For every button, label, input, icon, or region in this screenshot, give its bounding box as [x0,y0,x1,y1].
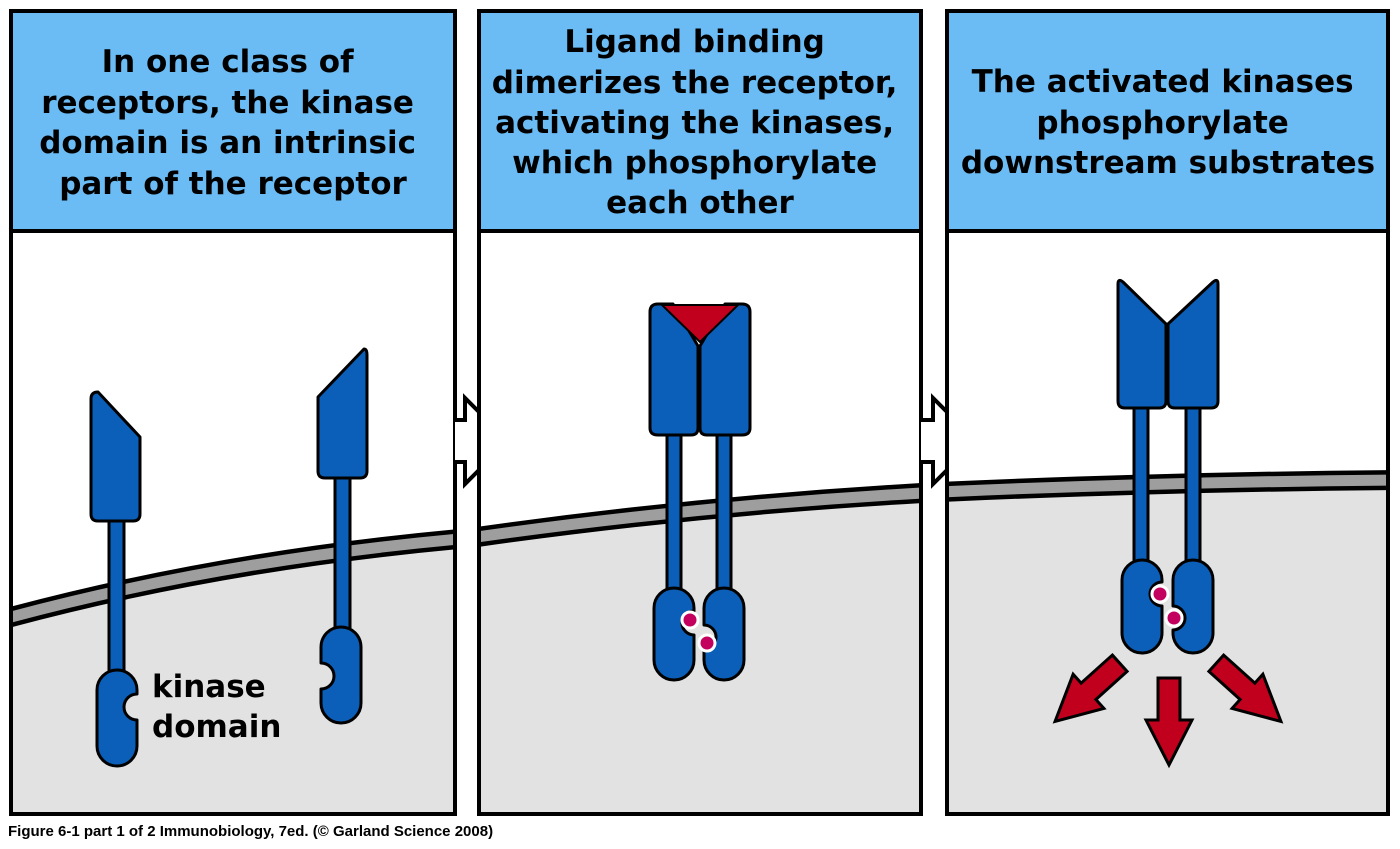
kinase-domain [95,668,139,768]
figure-caption: Figure 6-1 part 1 of 2 Immunobiology, 7e… [8,823,494,840]
panel-3: The activated kinases phosphorylate down… [945,9,1390,816]
kinase-domain [319,625,363,725]
phosphate-icon [697,633,717,653]
substrate-arrow-icon [1143,676,1195,769]
kinase-domain-label-line: domain [152,709,281,745]
panel-1-title-line: In one class of [102,44,354,80]
panel-3-title-line: downstream substrates [961,145,1375,181]
receptor-dimer [648,302,752,682]
kinase-domain [1120,558,1164,655]
panel-2-title-line: dimerizes the receptor, [492,65,898,101]
phosphate-icon [1164,608,1184,628]
panel-3-title: The activated kinases phosphorylate down… [961,64,1375,181]
receptor-monomer-b [316,347,369,725]
panel-2-title-line: activating the kinases, [495,105,894,141]
panel-2-header [477,9,923,233]
phosphate-groups [680,610,717,653]
phosphate-icon [1150,584,1170,604]
panel-1-header [9,9,457,233]
panel-2-title-line: each other [606,185,794,221]
panel-3-title-line: phosphorylate [1036,105,1288,141]
kinase-domain-label-line: kinase [152,669,266,705]
panel-2-title-line: which phosphorylate [512,145,877,181]
panel-2-title: Ligand binding dimerizes the receptor, a… [492,24,908,221]
panel-3-title-line: The activated kinases [972,64,1354,100]
cytoplasm-region [947,480,1388,814]
phosphate-icon [680,610,700,630]
substrate-arrow-icon [1206,652,1284,724]
cytoplasm-region [479,493,921,814]
panel-1: In one class of receptors, the kinase do… [9,9,457,816]
ligand-icon [661,304,739,343]
panel-3-header [945,9,1390,233]
activated-receptor-dimer [1116,278,1220,655]
substrate-arrows [1052,652,1284,769]
phosphate-groups [1150,584,1184,628]
panel-1-title-line: receptors, the kinase [41,85,414,121]
kinase-domain [652,586,696,682]
panel-2-title-line: Ligand binding [564,24,825,60]
panel-1-title-line: domain is an intrinsic [39,125,416,161]
substrate-arrow-icon [1052,652,1130,724]
kinase-domain [1171,558,1215,655]
panel-1-title: In one class of receptors, the kinase do… [39,44,427,202]
panel-1-title-line: part of the receptor [59,166,407,202]
kinase-domain [702,586,746,682]
receptor-monomer-a [89,390,142,768]
panel-2: Ligand binding dimerizes the receptor, a… [477,9,923,816]
kinase-domain-label: kinase domain [152,669,281,745]
